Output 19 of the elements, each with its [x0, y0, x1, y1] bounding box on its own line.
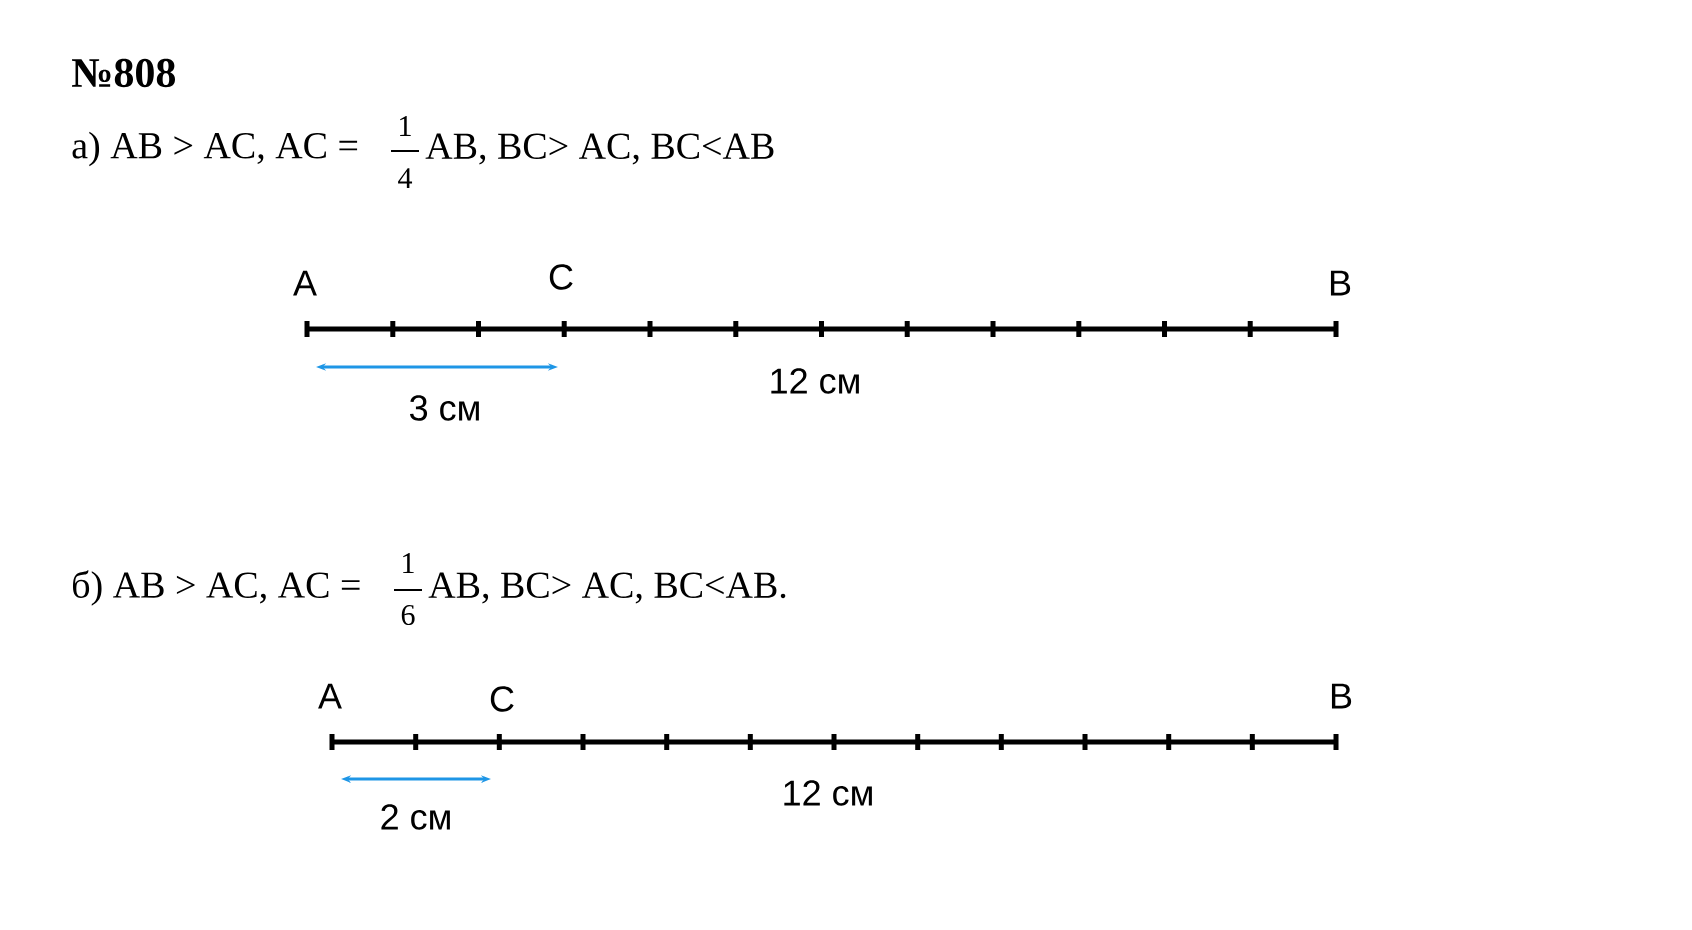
fraction-numerator: 1 [400, 116, 411, 136]
point-label: C [490, 686, 514, 712]
condition-text: а) AB > AC, AC = [72, 131, 358, 167]
condition-text: б) AB > AC, AC = [73, 570, 360, 606]
length-label: 3 см [410, 395, 479, 421]
fraction-denominator: 6 [401, 604, 415, 626]
length-label: 12 см [771, 368, 859, 394]
point-label: B [1331, 683, 1352, 709]
fraction-denominator: 4 [398, 168, 413, 188]
point-label: C [549, 264, 573, 290]
point-label: B [1330, 270, 1351, 296]
title: №808 [72, 58, 175, 88]
length-label: 2 см [381, 804, 450, 830]
length-label: 12 см [784, 780, 872, 806]
fraction-numerator: 1 [403, 553, 414, 573]
condition-text: AB, BC> AC, BC<AB [425, 133, 774, 165]
point-label: A [293, 270, 317, 296]
point-label: A [318, 683, 342, 709]
condition-text: AB, BC> AC, BC<AB. [428, 572, 786, 604]
